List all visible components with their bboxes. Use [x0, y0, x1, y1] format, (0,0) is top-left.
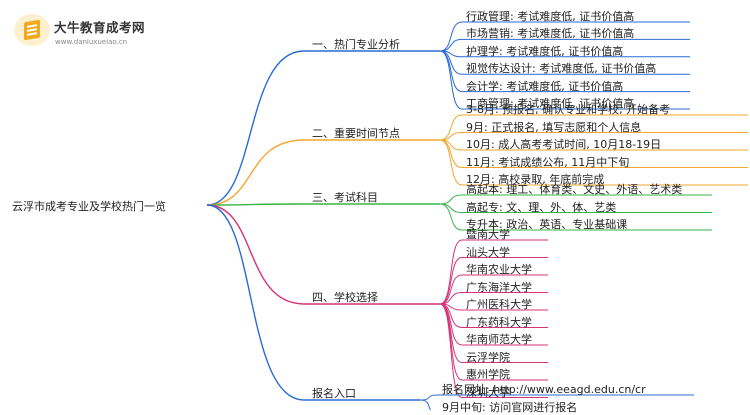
- leaf-connector: [419, 394, 694, 401]
- branch-label: 报名入口: [312, 387, 356, 400]
- book-icon: [14, 14, 50, 46]
- leaf-item: 市场营销: 考试难度低, 证书价值高: [466, 27, 635, 41]
- leaf-item: 10月: 成人高考考试时间, 10月18-19日: [466, 138, 662, 151]
- leaf-connector: [439, 21, 690, 52]
- branch-label: 一、热门专业分析: [312, 38, 400, 51]
- leaf-item: 汕头大学: [466, 245, 510, 259]
- leaf-connector: [439, 139, 748, 186]
- leaf-connector: [439, 194, 712, 205]
- leaf-item: 9月: 正式报名, 填写志愿和个人信息: [466, 120, 642, 134]
- branch-connector: [206, 204, 440, 305]
- leaf-item: 高起本: 理工、体育类、文史、外语、艺术类: [466, 183, 683, 196]
- leaf-connector: [439, 114, 748, 141]
- leaf-item: 12月: 高校录取, 年底前完成: [466, 173, 605, 186]
- leaf-item: 华南师范大学: [466, 333, 532, 346]
- root-topic: 云浮市成考专业及学校热门一览: [12, 200, 166, 213]
- leaf-item: 惠州学院: [466, 368, 510, 381]
- leaf-connector: [439, 203, 712, 231]
- leaf-item: 暨南大学: [466, 228, 510, 241]
- leaf-item: 广东海洋大学: [466, 280, 532, 294]
- leaf-item: 深圳大学: [466, 385, 510, 399]
- leaf-item: 专升本: 政治、英语、专业基础课: [466, 218, 628, 231]
- leaf-connector: [439, 239, 548, 305]
- logo-url: www.daniuxueiao.cn: [55, 38, 128, 46]
- leaf-item: 行政管理: 考试难度低, 证书价值高: [466, 10, 635, 23]
- leaf-connector: [439, 303, 548, 398]
- leaf-item: 11月: 考试成绩公布, 11月中下旬: [466, 155, 630, 169]
- leaf-connector: [439, 132, 748, 141]
- branch-label: 三、考试科目: [312, 191, 378, 204]
- leaf-connector: [439, 38, 690, 52]
- branch-connector: [206, 139, 440, 206]
- leaf-item: 护理学: 考试难度低, 证书价值高: [466, 44, 624, 58]
- leaf-connector: [439, 274, 548, 305]
- leaf-connector: [439, 50, 690, 110]
- site-logo: 大牛教育成考网 www.daniuxueiao.cn: [8, 8, 158, 54]
- branch-connector: [206, 204, 420, 401]
- branch-label: 二、重要时间节点: [312, 127, 400, 140]
- leaf-item: 工商管理: 考试难度低, 证书价值高: [466, 97, 635, 110]
- leaf-connector: [419, 399, 432, 410]
- branch-connector: [206, 50, 440, 206]
- branch-connector: [206, 203, 440, 206]
- leaf-item: 广州医科大学: [466, 298, 532, 311]
- leaf-item: 高起专: 文、理、外、体、艺类: [466, 200, 617, 214]
- leaf-item: 视觉传达设计: 考试难度低, 证书价值高: [466, 62, 657, 76]
- leaf-item: 云浮学院: [466, 350, 510, 364]
- leaf-item: 会计学: 考试难度低, 证书价值高: [466, 79, 624, 93]
- leaf-item: 华南农业大学: [466, 263, 532, 276]
- leaf-item: 9月中旬: 访问官网进行报名: [442, 401, 578, 414]
- leaf-item: 广东药科大学: [466, 315, 532, 329]
- branch-label: 四、学校选择: [312, 291, 378, 304]
- logo-name: 大牛教育成考网: [54, 20, 146, 35]
- leaf-connector: [439, 292, 548, 305]
- leaf-item: 3-8月: 预报名, 确认专业和学校, 开始备考: [466, 103, 671, 116]
- leaf-item: 报名网址: http://www.eeagd.edu.cn/cr: [442, 383, 646, 396]
